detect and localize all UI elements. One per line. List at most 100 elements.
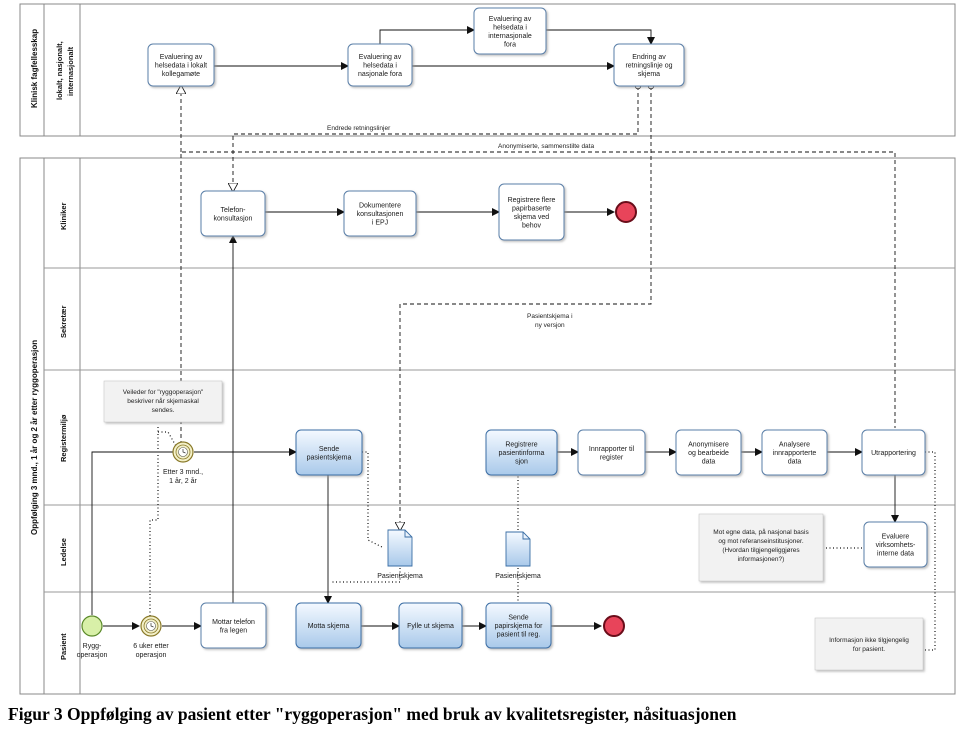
task-label-anonymisere-2: og bearbeide [688,450,729,457]
task-label-eval-lokalt-2: helsedata i lokalt [155,63,207,70]
note-mot-egne-line-3: (Hvordan tilgjengeliggjøres [722,547,800,554]
task-label-motta-skjema-1: Motta skjema [308,623,350,630]
clock-icon [178,447,188,457]
task-label-registrere-flere-1: Registrere flere [508,197,556,204]
flow-label-pasientskjema-1: Pasientskjema i [527,313,573,320]
task-label-mottar-telefon-2: fra legen [220,627,247,634]
lane-label-kliniker: Kliniker [59,202,68,230]
pool-label-top: Klinisk fagfellesskap [30,29,39,108]
task-label-evaluere-virksomhet-2: virksomhets- [876,542,916,549]
task-label-analysere-2: innrapporterte [773,450,817,457]
task-evaluere-virksomhet[interactable] [863,521,928,568]
note-veileder [103,380,223,423]
task-sende-papirskjema[interactable] [485,602,552,649]
task-label-innrapporter-2: register [600,454,624,461]
task-mottar-telefon[interactable] [200,602,267,649]
note-mot-egne-line-2: og mot referanseinstitusjoner. [718,538,803,545]
task-label-innrapporter-1: Innrapporter til [589,446,635,453]
task-label-endring-3: skjema [638,71,660,78]
task-label-dokumentere-3: i EPJ [372,220,388,227]
task-label-endring-1: Endring av [632,54,666,61]
events: Rygg- operasjon 6 uker etter operasjon E… [77,201,637,659]
task-anonymisere[interactable] [675,429,742,476]
pool-label-bottom: Oppfølging 3 mnd., 1 år og 2 år etter ry… [30,340,39,535]
task-utrapportering[interactable] [861,429,926,476]
task-registrere-pasientinfo[interactable] [485,429,558,476]
task-label-mottar-telefon-1: Mottar telefon [212,619,255,626]
task-label-sende-papirskjema-3: pasient til reg. [497,632,541,639]
lane-label-top-2: internasjonalt [66,46,75,96]
task-label-dokumentere-2: konsultasjonen [357,211,404,218]
note-informasjon-line-1: Informasjon ikke tilgjengelig [829,637,909,644]
task-registrere-flere[interactable] [498,183,565,241]
note-mot-egne-line-4: informasjonen?) [738,556,785,563]
task-label-sende-papirskjema-1: Sende [508,615,528,622]
task-dokumentere[interactable] [343,190,417,237]
task-analysere[interactable] [761,429,828,476]
task-label-evaluere-virksomhet-3: interne data [877,551,914,558]
note-veileder-line-3: sendes. [152,407,175,414]
task-label-analysere-3: data [788,459,802,466]
lane-label-pasient: Pasient [59,633,68,660]
task-label-anonymisere-1: Anonymisere [688,442,729,449]
task-label-registrere-flere-2: papirbaserte [512,205,551,212]
data-object-pasientskjema-2[interactable]: Pasientskjema [495,531,541,580]
task-label-eval-nasjonalt-2: helsedata i [363,63,397,70]
flow-label-endrede: Endrede retningslinjer [327,125,391,132]
task-label-sende-pasientskjema-1: Sende [319,446,339,453]
task-label-eval-lokalt-3: kollegamøte [162,71,200,78]
end-event-pasient[interactable] [603,615,625,637]
task-telefonkonsultasjon[interactable] [200,190,266,237]
note-veileder-line-1: Veileder for "ryggoperasjon" [123,389,204,396]
lane-label-sekretaer: Sekretær [59,305,68,338]
task-label-registrere-flere-4: behov [522,222,542,229]
task-label-registrere-pasientinfo-2: pasientinforma [499,450,545,457]
note-informasjon [814,617,924,671]
task-innrapporter[interactable] [577,429,646,476]
flow-label-pasientskjema-2: ny versjon [535,322,565,329]
task-eval-internasjonalt[interactable] [473,7,547,55]
timer-3-mnd-label-1: Etter 3 mnd., [163,469,203,476]
task-motta-skjema[interactable] [295,602,362,649]
task-label-eval-lokalt-1: Evaluering av [160,54,203,61]
task-label-analysere-1: Analysere [779,442,810,449]
task-label-eval-nasjonalt-3: nasjonale fora [358,71,402,78]
task-label-dokumentere-1: Dokumentere [359,203,401,210]
task-eval-lokalt[interactable] [147,43,215,87]
figure-caption: Figur 3 Oppfølging av pasient etter "ryg… [8,704,737,724]
task-label-endring-2: retningslinje og [625,63,672,70]
timer-6-uker-label-2: operasjon [136,652,167,659]
lane-label-registermiljo: Registermiljø [59,414,68,462]
task-eval-nasjonalt[interactable] [347,43,413,87]
start-event-label-1: Rygg- [83,643,102,650]
task-label-eval-internasjonalt-3: internasjonale [488,33,532,40]
task-label-sende-pasientskjema-2: pasientskjema [307,454,352,461]
timer-event-6-uker[interactable] [140,615,162,637]
clock-icon [146,621,156,631]
flow-label-anonymiserte: Anonymiserte, sammenstilte data [498,143,594,150]
task-label-anonymisere-3: data [702,459,716,466]
task-label-telefonkonsultasjon-1: Telefon- [221,207,247,214]
timer-3-mnd-label-2: 1 år, 2 år [169,477,197,485]
data-object-pasientskjema-1[interactable]: Pasientskjema [377,529,423,580]
task-label-telefonkonsultasjon-2: konsultasjon [214,215,253,222]
note-mot-egne-line-1: Mot egne data, på nasjonal basis [713,528,809,536]
start-event-ryggoperasjon[interactable] [81,615,103,637]
task-endring[interactable] [613,43,685,87]
note-veileder-line-2: beskriver når skjemaskal [127,397,199,405]
tasks-layer: Evaluering av helsedata i lokaltkollegamø… [147,7,928,649]
timer-event-3-mnd[interactable] [172,441,194,463]
task-label-registrere-pasientinfo-1: Registrere [505,442,537,449]
end-event-kliniker[interactable] [615,201,637,223]
task-sende-pasientskjema[interactable] [295,429,363,476]
timer-6-uker-label-1: 6 uker etter [133,643,169,650]
note-mot-egne-data [698,513,824,582]
task-label-eval-internasjonalt-2: helsedata i [493,24,527,31]
note-informasjon-line-2: for pasient. [853,646,885,653]
data-object-label-2: Pasientskjema [495,573,541,580]
task-label-eval-nasjonalt-1: Evaluering av [359,54,402,61]
task-label-eval-internasjonalt-4: fora [504,41,516,48]
task-fylle-ut[interactable] [398,602,463,649]
task-label-evaluere-virksomhet-1: Evaluere [882,534,910,541]
task-label-eval-internasjonalt-1: Evaluering av [489,16,532,23]
